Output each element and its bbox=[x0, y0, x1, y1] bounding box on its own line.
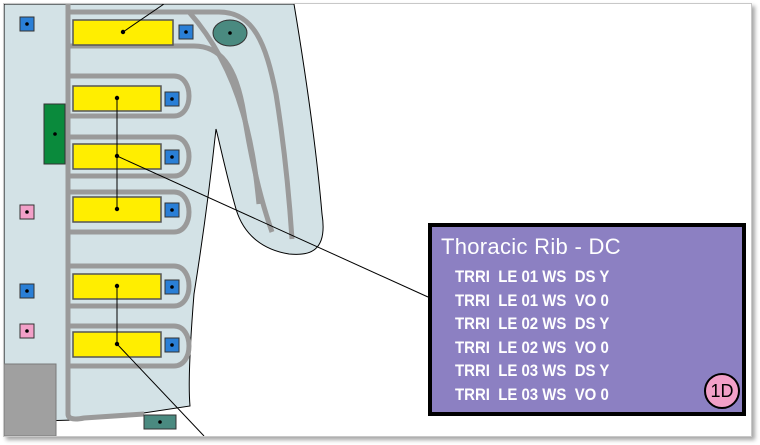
track-loop-1 bbox=[68, 73, 192, 119]
marker-dot bbox=[170, 285, 174, 289]
connector-to-callout bbox=[116, 155, 429, 298]
track-lines bbox=[65, 4, 295, 422]
callout-line: TRRI LE 02 WS VO 0 bbox=[455, 337, 609, 357]
marker-dot bbox=[170, 343, 174, 347]
marker-dot bbox=[170, 97, 174, 101]
marker-dot bbox=[170, 155, 174, 159]
marker-dot bbox=[158, 420, 162, 424]
callout-title: Thoracic Rib - DC bbox=[441, 234, 621, 259]
connector-top bbox=[122, 4, 165, 33]
grey-block bbox=[4, 363, 57, 436]
track-top-arc bbox=[68, 9, 295, 240]
track-right-arc bbox=[187, 10, 262, 205]
track-loop-4 bbox=[68, 263, 192, 309]
track-loop-3 bbox=[68, 189, 192, 235]
marker-dot bbox=[25, 289, 29, 293]
pink-markers bbox=[19, 204, 35, 339]
callout-lines: TRRI LE 01 WS DS Y TRRI LE 01 WS VO 0 TR… bbox=[455, 265, 630, 407]
callout-line: TRRI LE 01 WS DS Y bbox=[455, 267, 610, 286]
marker-dot bbox=[25, 210, 29, 214]
connector-bottom bbox=[116, 343, 205, 436]
connector-lines bbox=[116, 4, 429, 436]
callout-line: TRRI LE 03 WS DS Y bbox=[455, 361, 610, 381]
track-loop-2 bbox=[68, 134, 192, 179]
callout-line: TRRI LE 01 WS VO 0 bbox=[455, 290, 609, 310]
diagram-frame: Thoracic Rib - DC TRRI LE 01 WS DS Y TRR… bbox=[3, 3, 752, 437]
blue-marker-dots bbox=[25, 22, 188, 347]
track-loop-5 bbox=[68, 323, 192, 369]
info-callout[interactable]: Thoracic Rib - DC TRRI LE 01 WS DS Y TRR… bbox=[428, 223, 746, 416]
callout-badge[interactable]: 1D bbox=[704, 373, 740, 409]
marker-dot bbox=[228, 31, 232, 35]
anatomy-diagram bbox=[4, 4, 429, 436]
body-region bbox=[4, 4, 324, 423]
marker-dot bbox=[184, 30, 188, 34]
callout-line: TRRI LE 02 WS DS Y bbox=[455, 314, 610, 334]
marker-dot bbox=[53, 132, 57, 136]
marker-dot bbox=[25, 329, 29, 333]
marker-dot bbox=[25, 22, 29, 26]
track-bottom bbox=[65, 359, 145, 422]
marker-dot bbox=[170, 208, 174, 212]
callout-line: TRRI LE 03 WS VO 0 bbox=[455, 384, 609, 404]
